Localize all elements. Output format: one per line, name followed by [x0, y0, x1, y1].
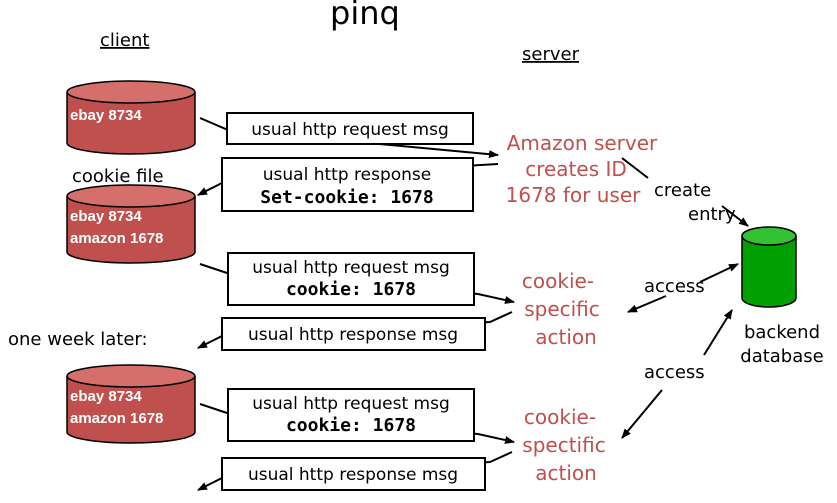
cookie-action-2-line-1: cookie- [524, 405, 596, 429]
access-2-arrow-up [703, 309, 733, 356]
amazon-server-line-3: 1678 for user [506, 183, 642, 207]
response-2-box [221, 317, 486, 351]
amazon-server-line-2: creates ID [525, 157, 627, 181]
server-label: server [522, 44, 580, 65]
cookie-file-1: ebay 8734 [66, 80, 196, 155]
cookie-file-2: ebay 8734 amazon 1678 [66, 184, 196, 264]
response-2-text: usual http response msg [248, 325, 458, 345]
title-fragment: pinq [330, 0, 400, 32]
response-3-text: usual http response msg [248, 465, 458, 485]
create-label: create [654, 180, 711, 201]
cookie-action-2-line-3: action [535, 461, 597, 485]
cookie-action-1-line-2: specific [524, 297, 600, 321]
access-1-arrow-right [699, 263, 739, 283]
create-arrow-start [621, 157, 649, 179]
request-2-line-2: cookie: 1678 [286, 279, 416, 300]
request-3-box [227, 388, 475, 442]
cookie-file-1-line-1: ebay 8734 [70, 107, 142, 124]
cookie-action-1-line-1: cookie- [522, 269, 594, 293]
response-3-box [221, 457, 486, 491]
request-3-line-2: cookie: 1678 [286, 415, 416, 436]
cookie-action-1-line-3: action [535, 325, 597, 349]
request-2-box [227, 252, 475, 306]
create-arrow-end [721, 205, 749, 227]
response-1-box [221, 157, 474, 212]
request-1-box [226, 112, 474, 145]
request-2-line-1: usual http request msg [252, 258, 449, 278]
cookie-file-label: cookie file [72, 166, 164, 187]
client-label: client [100, 30, 149, 51]
access-2-arrow-down [621, 389, 663, 439]
backend-database-cylinder [741, 226, 797, 308]
cookie-file-3-line-2: amazon 1678 [70, 410, 163, 427]
one-week-later-label: one week later: [8, 329, 148, 350]
cookie-file-3-line-1: ebay 8734 [70, 388, 142, 405]
cookie-file-2-line-2: amazon 1678 [70, 230, 163, 247]
access-2-label: access [644, 362, 705, 383]
response-1-line-2: Set-cookie: 1678 [260, 187, 433, 208]
database-label: database [740, 346, 823, 367]
access-1-arrow-left [627, 295, 667, 313]
cookie-action-2-line-2: spectific [522, 433, 605, 457]
response-1-line-1: usual http response [263, 165, 431, 185]
amazon-server-line-1: Amazon server [507, 131, 658, 155]
backend-label: backend [744, 322, 820, 343]
cookie-file-2-line-1: ebay 8734 [70, 208, 142, 225]
cookie-file-3: ebay 8734 amazon 1678 [66, 364, 196, 444]
request-1-text: usual http request msg [251, 120, 448, 140]
entry-label: entry [688, 204, 736, 225]
access-1-label: access [644, 276, 705, 297]
request-3-line-1: usual http request msg [252, 394, 449, 414]
